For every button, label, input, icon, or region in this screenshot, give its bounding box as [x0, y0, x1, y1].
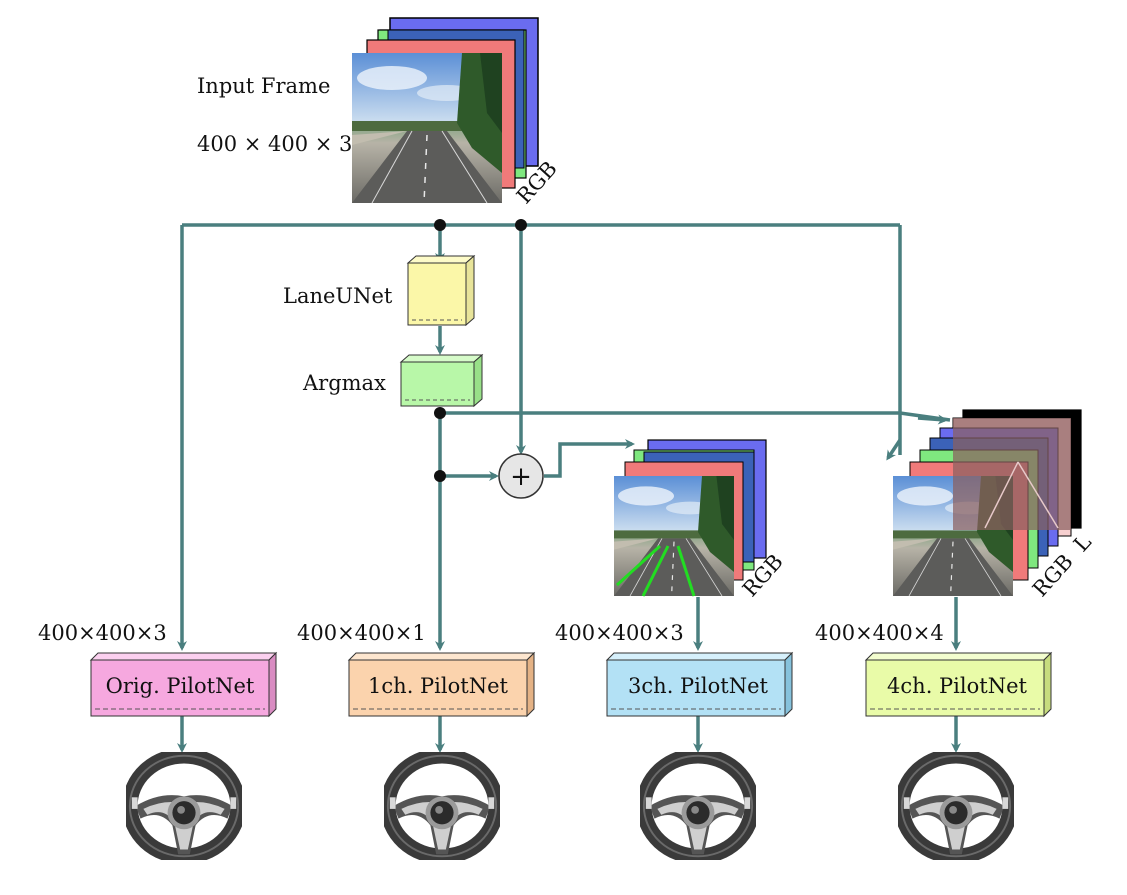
input-frame-image: [352, 53, 502, 203]
4ch-pilotnet-label: 4ch. PilotNet: [887, 674, 1027, 698]
3ch-pilotnet-label: 3ch. PilotNet: [628, 674, 768, 698]
steering-wheel-icon: [644, 756, 752, 857]
junction-dot: [434, 407, 446, 419]
merged-rgb-stack: [614, 439, 767, 597]
input-frame-stack: [352, 17, 539, 203]
junction-dots: [434, 219, 527, 482]
arrow-bus-to-rgbl: [886, 439, 902, 461]
4ch-pilotnet-block: [864, 651, 1053, 718]
lane-lines-overlay: [615, 544, 696, 597]
argmax-block: [399, 353, 484, 408]
arrow-sum-to-merged-rgb: [544, 439, 635, 478]
junction-dot: [434, 219, 446, 231]
branch-dims-orig: 400×400×3: [38, 621, 167, 645]
sum-node: +: [498, 453, 544, 499]
3ch-pilotnet-block: [605, 651, 794, 718]
merged-rgb-image: [614, 476, 734, 596]
connectors: [177, 223, 961, 753]
steering-wheel-icon: [130, 756, 238, 857]
mask-to-rgbl-line: [440, 411, 951, 422]
branch-dims-1ch: 400×400×1: [297, 621, 426, 645]
sum-symbol: +: [510, 462, 532, 492]
merged-rgbl-stack: [893, 409, 1082, 596]
steering-wheel-icon: [388, 756, 496, 857]
branch-dims-4ch: 400×400×4: [815, 621, 944, 645]
1ch-pilotnet-label: 1ch. PilotNet: [368, 674, 508, 698]
argmax-label: Argmax: [302, 371, 386, 395]
branch-dims-3ch: 400×400×3: [555, 621, 684, 645]
merged-rgbl-l-label: L: [1069, 530, 1096, 556]
arrow-mask-to-rgbl: [917, 414, 948, 425]
1ch-pilotnet-block: [347, 651, 536, 718]
laneunet-label: LaneUNet: [283, 284, 393, 308]
orig-pilotnet-label: Orig. PilotNet: [106, 674, 255, 698]
junction-dot: [434, 470, 446, 482]
input-frame-dims: 400 × 400 × 3: [197, 132, 352, 156]
junction-dot: [515, 219, 527, 231]
steering-wheel-icon: [902, 756, 1010, 857]
laneunet-block: [406, 254, 476, 327]
orig-pilotnet-block: [89, 651, 278, 718]
input-frame-title: Input Frame: [197, 74, 330, 98]
